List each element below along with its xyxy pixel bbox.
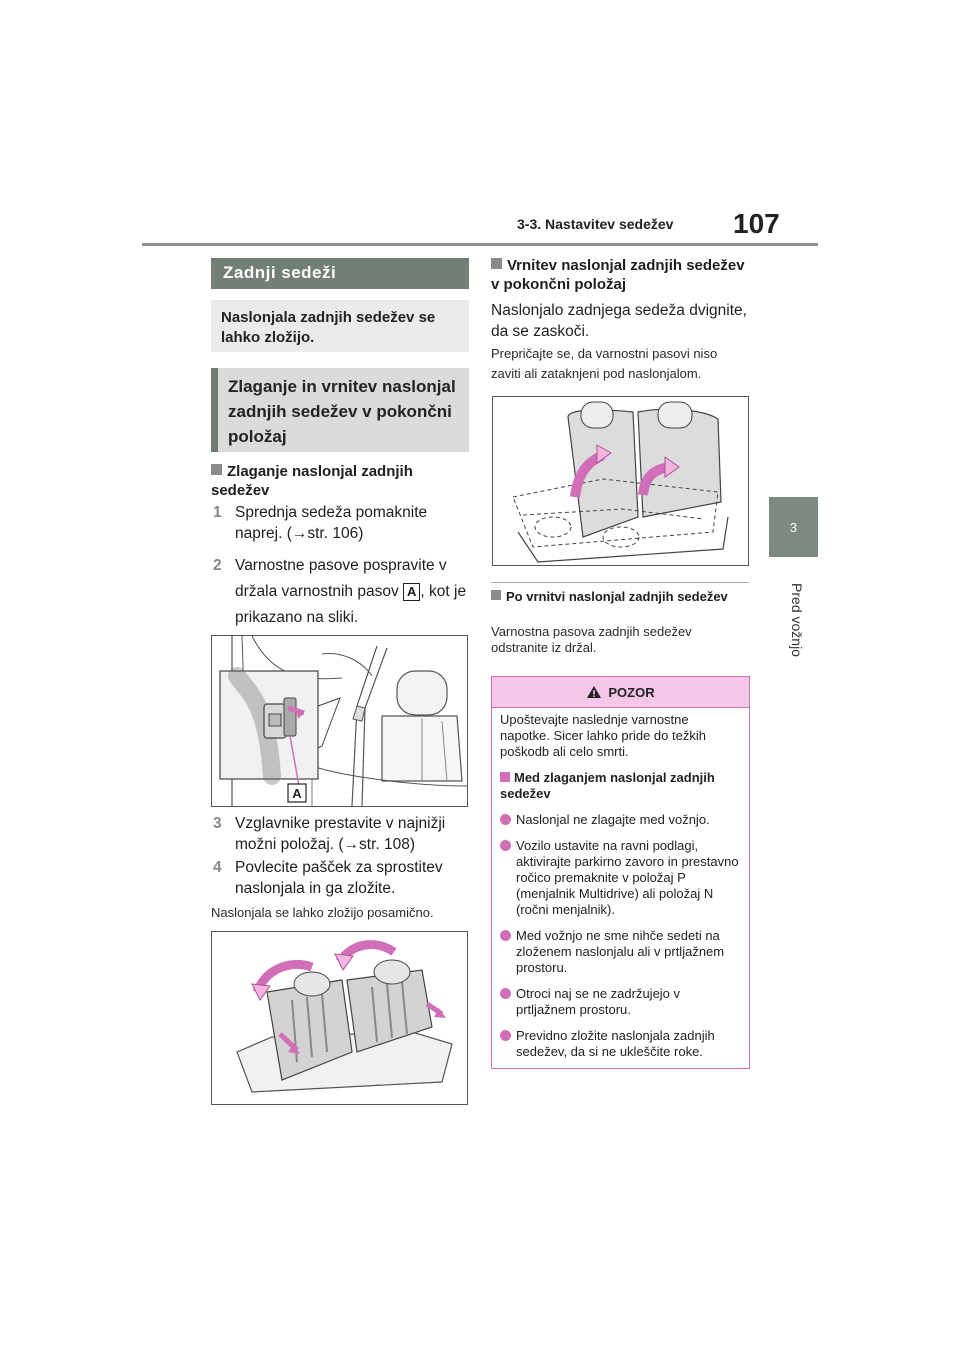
warning-bullet-text: Vozilo ustavite na ravni podlagi, aktivi… bbox=[516, 838, 739, 917]
step-text: Vzglavnike prestavite v najnižji možni p… bbox=[235, 815, 446, 853]
step-number: 3 bbox=[213, 815, 222, 832]
after-heading: Po vrnitvi naslonjal zadnjih sedežev bbox=[491, 589, 749, 604]
warning-bullet: Otroci naj se ne zadržujejo v prtljažnem… bbox=[500, 986, 741, 1018]
intro-box: Naslonjala zadnjih sedežev se lahko zlož… bbox=[211, 300, 469, 352]
return-text: Naslonjalo zadnjega sedeža dvignite, da … bbox=[491, 302, 747, 340]
section-title: Zadnji sedeži bbox=[211, 258, 469, 289]
after-heading-text: Po vrnitvi naslonjal zadnjih sedežev bbox=[506, 589, 728, 604]
bullet-dot-icon bbox=[500, 930, 511, 941]
label-a-marker: A bbox=[403, 583, 421, 601]
step-text-cont: , kot je prikazano na sliki. bbox=[235, 583, 467, 626]
figure-raising-seats bbox=[492, 396, 749, 566]
step-3: 3 Vzglavnike prestavite v najnižji možni… bbox=[213, 813, 469, 855]
warning-bullet: Med vožnjo ne sme nihče sedeti na zložen… bbox=[500, 928, 741, 976]
step-number: 4 bbox=[213, 859, 222, 876]
step-number: 1 bbox=[213, 504, 222, 521]
figure-label-a: A bbox=[292, 786, 302, 801]
bullet-dot-icon bbox=[500, 840, 511, 851]
warning-bullet-text: Med vožnjo ne sme nihče sedeti na zložen… bbox=[516, 928, 725, 975]
warning-bullet: Vozilo ustavite na ravni podlagi, aktivi… bbox=[500, 838, 741, 918]
step-text: Povlecite pašček za sprostitev naslonjal… bbox=[235, 859, 443, 897]
step-1: 1 Sprednja sedeža pomaknite naprej. (→st… bbox=[213, 502, 469, 544]
header-rule bbox=[142, 243, 818, 246]
square-bullet-icon bbox=[491, 590, 501, 600]
folding-note: Naslonjala se lahko zložijo posamično. bbox=[211, 905, 434, 920]
step-number: 2 bbox=[213, 557, 222, 574]
warning-bullet-text: Otroci naj se ne zadržujejo v prtljažnem… bbox=[516, 986, 681, 1017]
folding-heading: Zlaganje naslonjal zadnjih sedežev bbox=[211, 462, 469, 500]
figure-seatbelt-holder: A bbox=[211, 635, 468, 807]
chapter-side-title: Pred vožnjo bbox=[789, 583, 805, 657]
warning-triangle-icon bbox=[587, 686, 602, 698]
step-text: Sprednja sedeža pomaknite naprej. (→str.… bbox=[235, 504, 428, 542]
step-2: 2 Varnostne pasove pospravite v držala v… bbox=[213, 553, 469, 631]
bullet-dot-icon bbox=[500, 814, 511, 825]
bullet-dot-icon bbox=[500, 988, 511, 999]
step-text: Varnostne pasove pospravite v držala var… bbox=[235, 557, 447, 600]
figure-folding-seats bbox=[211, 931, 468, 1105]
folding-heading-text: Zlaganje naslonjal zadnjih sedežev bbox=[211, 463, 413, 499]
raising-seats-illustration bbox=[512, 401, 729, 563]
page-number: 107 bbox=[733, 208, 780, 239]
step-4: 4 Povlecite pašček za sprostitev naslonj… bbox=[213, 857, 469, 899]
separator-rule bbox=[491, 582, 749, 583]
chapter-number: 3 bbox=[789, 519, 798, 535]
return-note: Prepričajte se, da varnostni pasovi niso… bbox=[491, 346, 718, 381]
bullet-dot-icon bbox=[500, 1030, 511, 1041]
warning-header: POZOR bbox=[492, 677, 749, 708]
warning-bullet: Naslonjal ne zlagajte med vožnjo. bbox=[500, 812, 741, 828]
square-bullet-icon bbox=[500, 772, 510, 782]
warning-body: Upoštevajte naslednje varnostne napotke.… bbox=[492, 708, 749, 1074]
running-header-section: 3-3. Nastavitev sedežev bbox=[517, 216, 674, 232]
chapter-tab: 3 bbox=[769, 497, 818, 557]
warning-subheading: Med zlaganjem naslonjal zadnjih sedežev bbox=[500, 770, 741, 802]
warning-subheading-text: Med zlaganjem naslonjal zadnjih sedežev bbox=[500, 770, 715, 801]
subsection-title: Zlaganje in vrnitev naslonjal zadnjih se… bbox=[211, 368, 469, 452]
square-bullet-icon bbox=[211, 464, 222, 475]
warning-title: POZOR bbox=[608, 684, 655, 700]
warning-bullet-text: Previdno zložite naslonjala zadnjih sede… bbox=[516, 1028, 715, 1059]
warning-intro: Upoštevajte naslednje varnostne napotke.… bbox=[500, 712, 706, 759]
warning-box: POZOR Upoštevajte naslednje varnostne na… bbox=[491, 676, 750, 1069]
square-bullet-icon bbox=[491, 258, 502, 269]
after-text: Varnostna pasova zadnjih sedežev odstran… bbox=[491, 624, 692, 655]
return-heading-text: Vrnitev naslonjal zadnjih sedežev v poko… bbox=[491, 257, 745, 293]
return-heading: Vrnitev naslonjal zadnjih sedežev v poko… bbox=[491, 256, 749, 294]
folding-seats-illustration bbox=[236, 940, 453, 1093]
warning-bullet-text: Naslonjal ne zlagajte med vožnjo. bbox=[516, 812, 710, 827]
seatbelt-holder-illustration: A bbox=[219, 635, 468, 807]
warning-bullet: Previdno zložite naslonjala zadnjih sede… bbox=[500, 1028, 741, 1060]
